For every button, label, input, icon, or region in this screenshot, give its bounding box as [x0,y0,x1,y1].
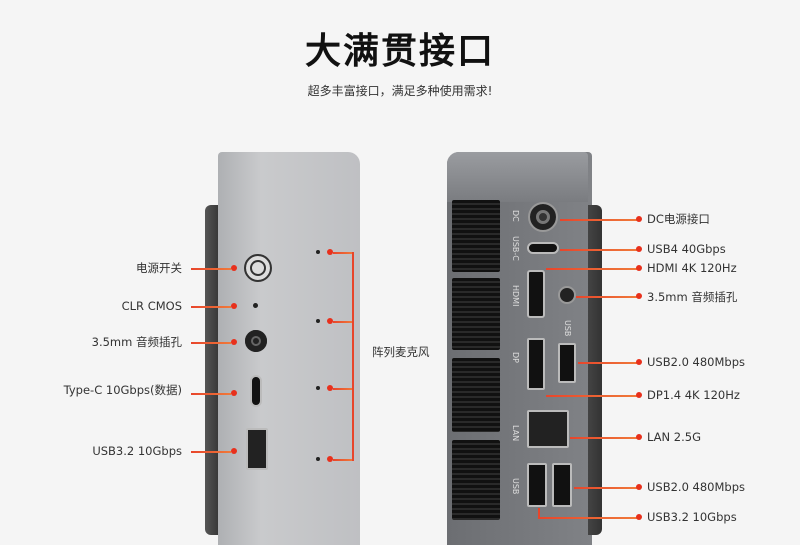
callout-dot [636,514,642,520]
usbc-marking: USB-C [511,236,520,261]
mic-marker [327,318,333,324]
power-button-icon [244,254,272,282]
dp-port-icon [527,338,545,390]
vent-grille [452,358,500,432]
mic-bracket [333,459,353,461]
usb-a-port-icon [246,428,268,470]
usb2-port-icon [558,343,576,383]
subtitle: 超多丰富接口，满足多种使用需求! [307,84,493,98]
back-label: DP1.4 4K 120Hz [647,388,740,402]
usb-marking: USB [511,478,520,495]
back-label: 3.5mm 音频插孔 [647,290,738,304]
callout-line [191,306,231,308]
mic-label: 阵列麦克风 [372,345,430,359]
callout-line [191,342,231,344]
mic-hole-icon [316,457,320,461]
mic-marker [327,249,333,255]
callout-line [546,268,638,270]
back-label: USB2.0 480Mbps [647,355,746,369]
front-label: 电源开关 [136,261,182,275]
callout-line [576,296,638,298]
front-device [218,152,360,545]
callout-dot [636,246,642,252]
back-device-top [447,152,588,202]
clr-cmos-hole-icon [253,303,258,308]
callout-line [538,508,540,518]
audio-jack-icon [558,286,576,304]
mic-bracket [352,252,354,461]
usb-marking: USB [563,320,572,337]
back-label: LAN 2.5G [647,430,701,444]
callout-dot [636,216,642,222]
callout-dot [636,484,642,490]
back-device-edge [588,205,602,535]
mic-bracket [333,388,353,390]
callout-line [538,517,638,519]
callout-line [570,437,638,439]
callout-line [546,395,638,397]
back-label: USB3.2 10Gbps [647,510,737,524]
callout-dot [636,359,642,365]
type-c-port-icon [250,375,262,407]
callout-dot [231,265,237,271]
callout-line [560,249,638,251]
mic-hole-icon [316,386,320,390]
page-title: 大满贯接口 [304,31,495,72]
front-label: USB3.2 10Gbps [92,444,182,458]
front-label: 3.5mm 音频插孔 [91,335,182,349]
dc-jack-icon [528,202,558,232]
usb-c-port-icon [527,242,559,254]
mic-marker [327,456,333,462]
dp-marking: DP [511,352,520,363]
callout-line [578,362,638,364]
back-label: USB2.0 480Mbps [647,480,746,494]
callout-line [191,393,231,395]
lan-port-icon [527,410,569,448]
vent-grille [452,200,500,272]
callout-dot [231,339,237,345]
dc-marking: DC [511,210,520,222]
mic-marker [327,385,333,391]
callout-dot [636,293,642,299]
callout-line [574,487,638,489]
callout-dot [231,303,237,309]
mic-hole-icon [316,250,320,254]
callout-dot [636,392,642,398]
back-label: USB4 40Gbps [647,242,726,256]
vent-grille [452,440,500,520]
vent-grille [452,278,500,350]
callout-dot [231,390,237,396]
callout-dot [231,448,237,454]
callout-dot [636,434,642,440]
callout-line [191,451,231,453]
mic-hole-icon [316,319,320,323]
back-label: HDMI 4K 120Hz [647,261,737,275]
front-label: CLR CMOS [121,299,182,313]
mic-bracket [333,321,353,323]
back-label: DC电源接口 [647,212,710,226]
lan-marking: LAN [511,425,520,442]
front-device-edge [205,205,221,535]
usb-stack-port-icon [552,463,572,507]
mic-bracket [333,252,353,254]
hdmi-marking: HDMI [511,285,520,307]
callout-dot [636,265,642,271]
callout-line [191,268,231,270]
hdmi-port-icon [527,270,545,318]
audio-jack-icon [245,330,267,352]
callout-line [560,219,638,221]
usb-stack-port-icon [527,463,547,507]
front-label: Type-C 10Gbps(数据) [63,383,182,397]
